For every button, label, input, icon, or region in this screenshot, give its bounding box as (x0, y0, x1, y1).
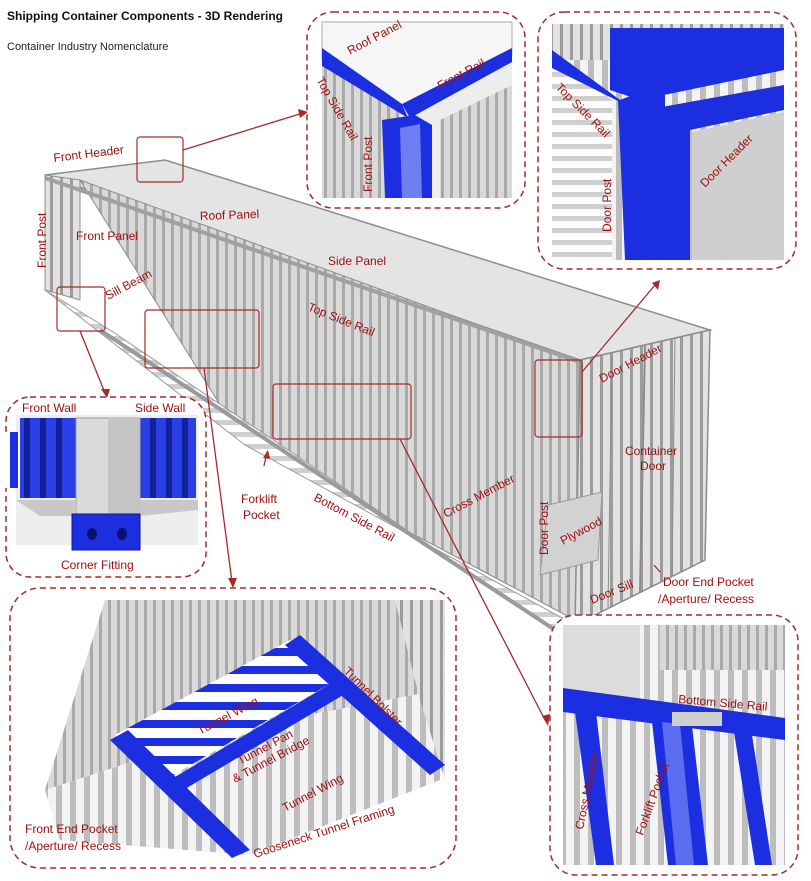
inset-corner-fitting: Front Wall Side Wall Corner Fitting (0, 397, 206, 577)
label-container-door-2: Door (640, 459, 666, 473)
inset-forklift-pocket: Bottom Side Rail Cross Member Forklift P… (550, 615, 798, 875)
label-door-post: Door Post (537, 501, 551, 555)
inset-gooseneck-tunnel: Tunnel Wing Tunnel Bolster Tunnel Pan & … (10, 588, 456, 868)
inset3-front-wall: Front Wall (22, 401, 76, 415)
front-wall-shape (45, 175, 80, 300)
inset3-corner-fitting: Corner Fitting (61, 558, 134, 572)
inset1-front-post: Front Post (361, 136, 375, 192)
label-front-panel: Front Panel (76, 229, 138, 243)
label-forklift-pocket-1: Forklift (241, 492, 278, 506)
label-door-end-pocket-2: /Aperture/ Recess (658, 592, 754, 606)
label-front-header: Front Header (53, 142, 125, 165)
inset3-side-wall: Side Wall (135, 401, 185, 415)
inset2-door-post: Door Post (600, 178, 614, 232)
inset4-front-end-pocket-1: Front End Pocket (25, 822, 118, 836)
label-front-post: Front Post (35, 212, 49, 268)
label-roof-panel: Roof Panel (200, 207, 260, 223)
inset4-front-end-pocket-2: /Aperture/ Recess (25, 839, 121, 853)
inset-door-corner: Top Side Rail Door Post Door Header (538, 12, 796, 269)
label-door-end-pocket-1: Door End Pocket (663, 575, 754, 589)
inset-front-corner: Roof Panel Front Rail Top Side Rail Fron… (307, 12, 525, 208)
label-forklift-pocket-2: Pocket (243, 508, 280, 522)
label-side-panel: Side Panel (328, 254, 386, 268)
label-container-door-1: Container (625, 444, 677, 458)
